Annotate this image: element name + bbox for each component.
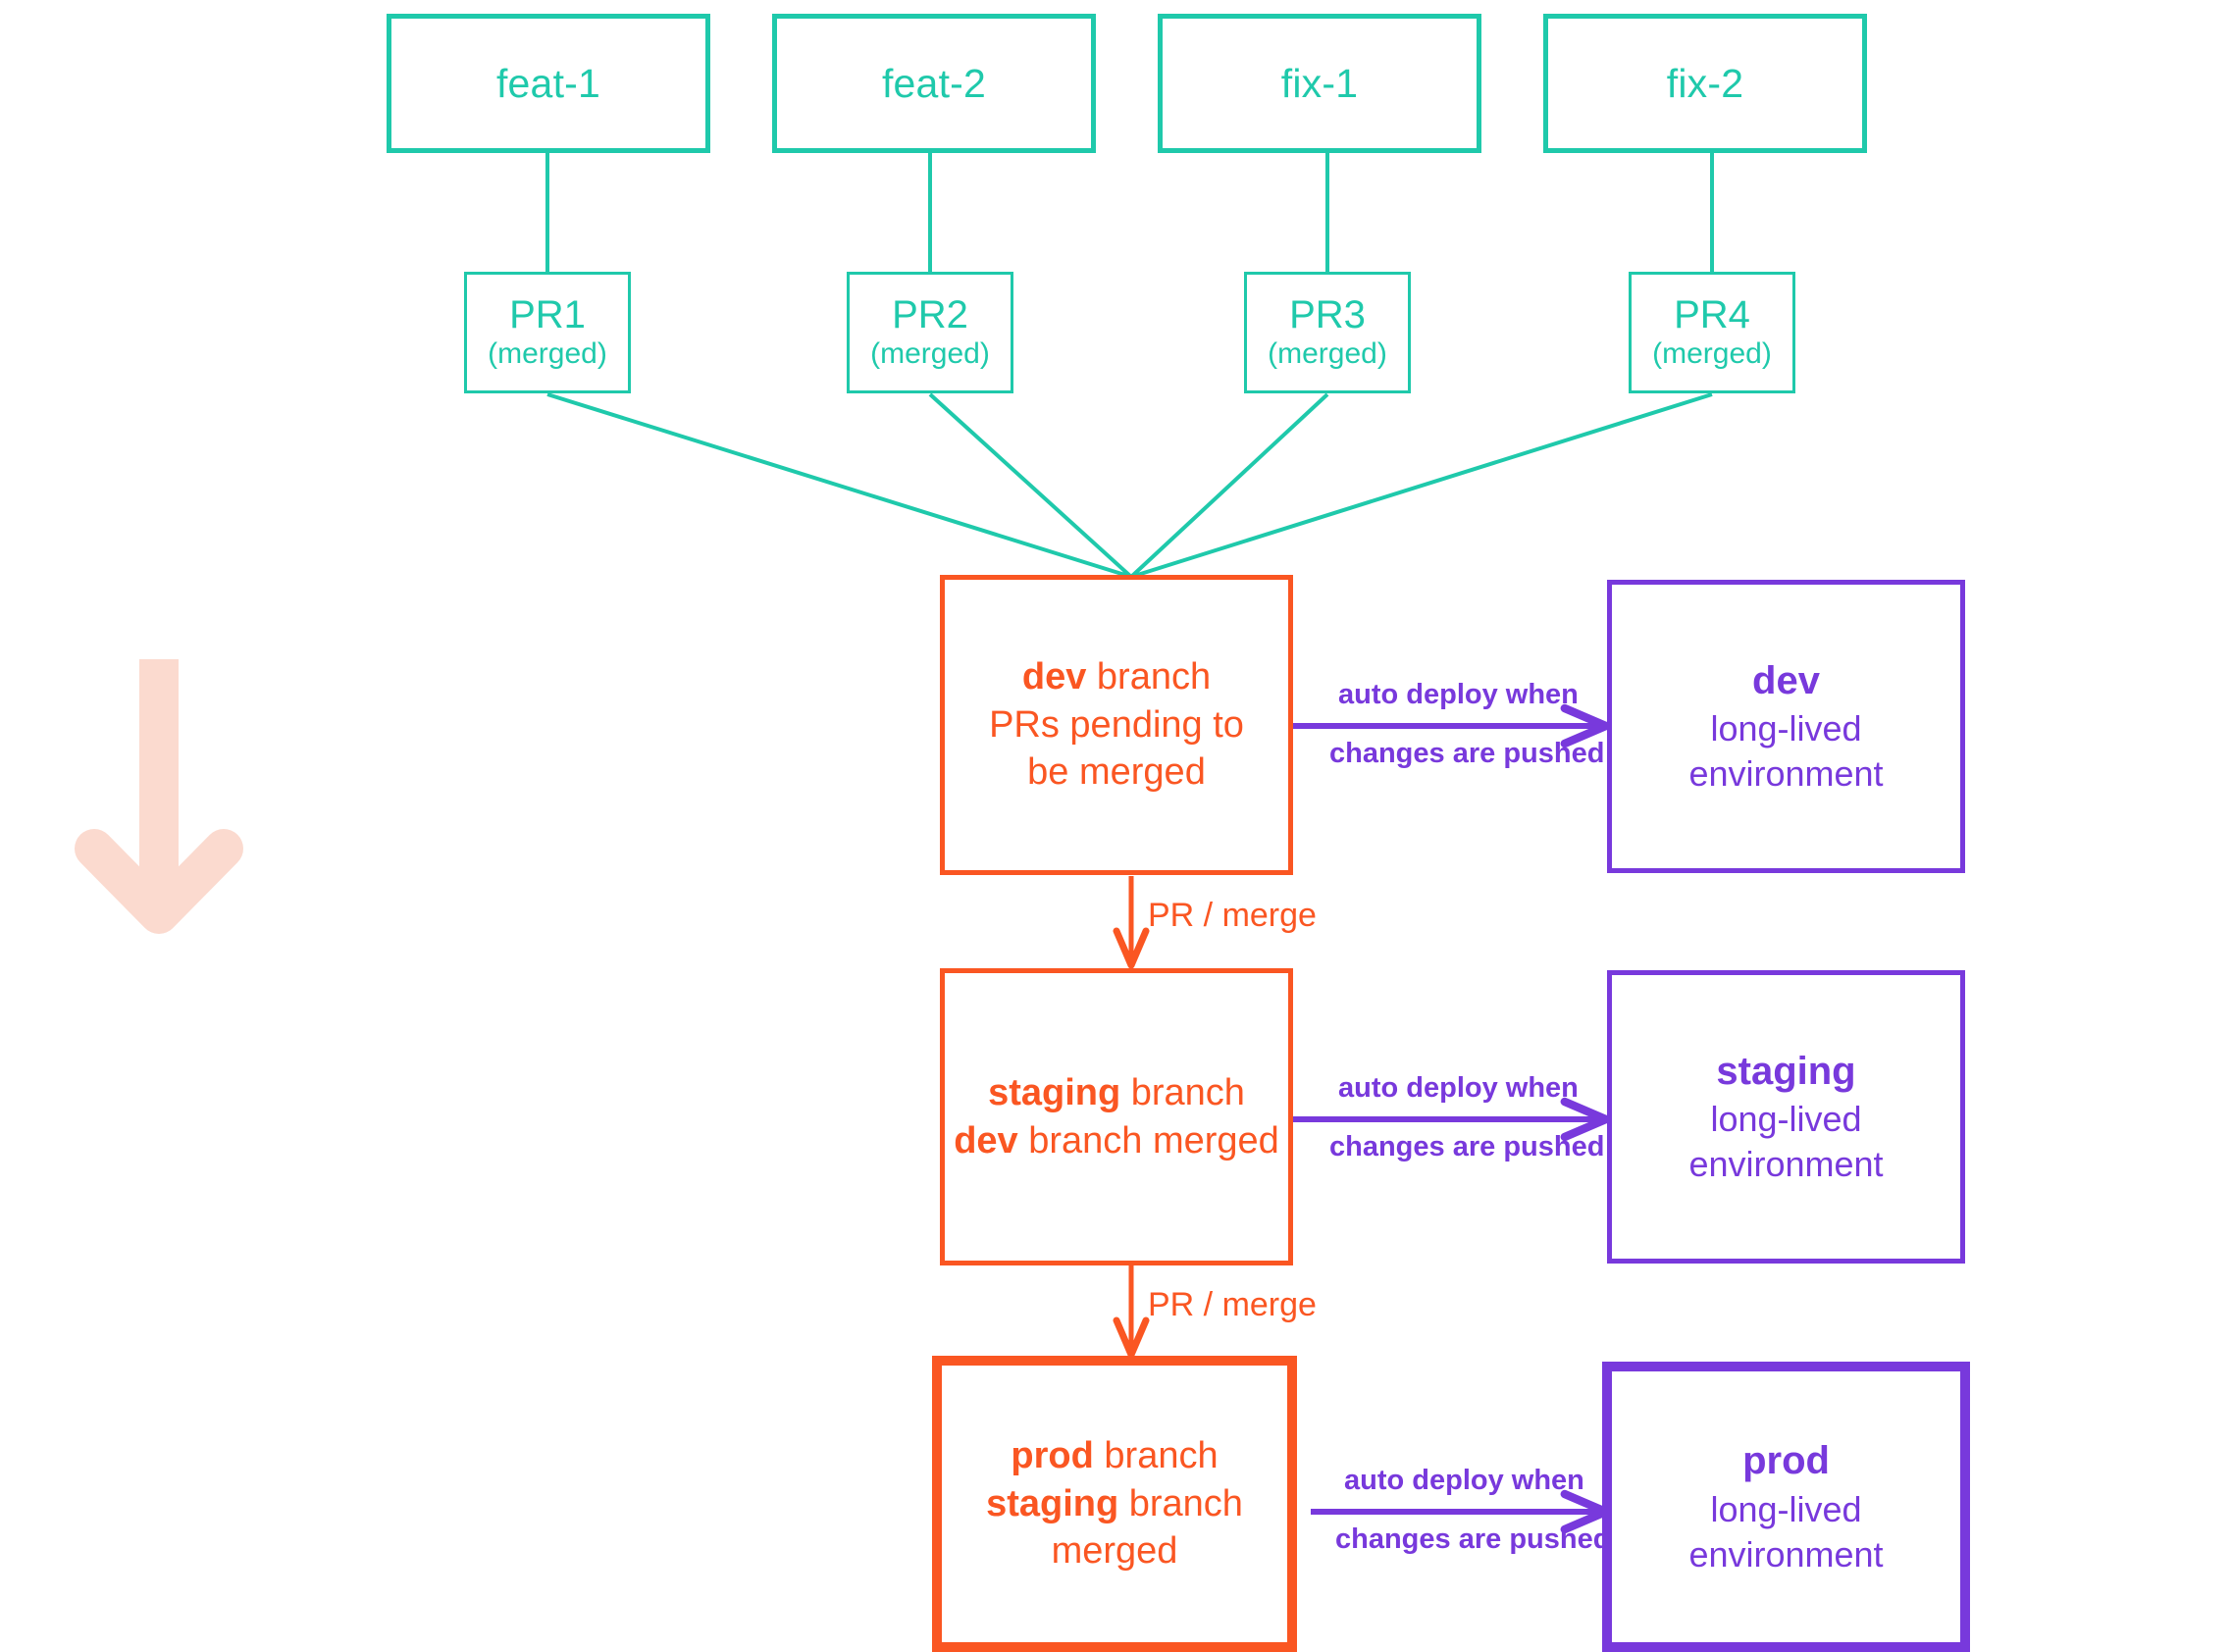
git-branch-title: staging branch [988, 1069, 1245, 1117]
git-branch-detail-strong: staging [986, 1482, 1119, 1524]
git-branch-title: prod branch [1011, 1432, 1218, 1480]
pr-status: (merged) [1268, 337, 1387, 371]
branch-box-fix-1[interactable]: fix-1 [1158, 14, 1481, 153]
git-branch-detail-text: branch merged [1051, 1482, 1243, 1573]
environment-name: staging [1716, 1049, 1856, 1093]
edge-pr4-dev [1130, 392, 1713, 579]
environment-name: prod [1742, 1439, 1830, 1483]
merge-label-staging-to-prod: PR / merge [1148, 1286, 1317, 1323]
deploy-label-staging-line-2: changes are pushed [1329, 1131, 1605, 1162]
deploy-label-dev-line-2: changes are pushed [1329, 738, 1605, 769]
git-branch-detail: PRs pending to be merged [964, 701, 1269, 797]
git-branch-name-suffix: branch [1093, 1435, 1219, 1477]
environment-sub-1: long-lived [1710, 1099, 1862, 1140]
git-branch-box-dev[interactable]: dev branch PRs pending to be merged [940, 575, 1293, 875]
git-branch-detail-text: PRs pending to be merged [989, 703, 1244, 794]
pr-box-pr4[interactable]: PR4 (merged) [1629, 272, 1795, 393]
pr-box-pr2[interactable]: PR2 (merged) [847, 272, 1013, 393]
environment-sub-1: long-lived [1710, 1488, 1862, 1529]
git-branch-detail-strong: dev [954, 1119, 1018, 1162]
pr-status: (merged) [1652, 337, 1772, 371]
pr-status: (merged) [488, 337, 607, 371]
git-branch-detail-text: branch merged [1017, 1119, 1279, 1162]
pr-title: PR4 [1674, 293, 1750, 337]
deploy-label-dev-line-1: auto deploy when [1338, 679, 1579, 710]
deploy-label-staging-line-1: auto deploy when [1338, 1072, 1579, 1104]
branch-label: fix-2 [1666, 60, 1744, 106]
branch-label: fix-1 [1280, 60, 1359, 106]
git-branch-name: staging [988, 1071, 1121, 1113]
git-branch-name: prod [1011, 1435, 1094, 1477]
git-branch-detail: staging branch merged [967, 1480, 1262, 1575]
environment-box-prod[interactable]: prod long-lived environment [1602, 1362, 1970, 1652]
environment-sub-2: environment [1688, 753, 1884, 795]
git-branch-name-suffix: branch [1086, 656, 1212, 698]
branch-label: feat-2 [881, 60, 987, 106]
pr-title: PR1 [509, 293, 586, 337]
branch-box-feat-2[interactable]: feat-2 [772, 14, 1096, 153]
pr-box-pr3[interactable]: PR3 (merged) [1244, 272, 1411, 393]
environment-name: dev [1752, 658, 1820, 702]
pr-title: PR2 [892, 293, 968, 337]
branch-box-feat-1[interactable]: feat-1 [387, 14, 710, 153]
edge-pr2-dev [928, 392, 1133, 579]
deploy-label-prod-line-1: auto deploy when [1344, 1465, 1584, 1496]
merge-label-dev-to-staging: PR / merge [1148, 897, 1317, 934]
git-branch-box-staging[interactable]: staging branch dev branch merged [940, 968, 1293, 1265]
downward-flow-arrow-icon [75, 659, 243, 934]
environment-sub-2: environment [1688, 1144, 1884, 1185]
git-branch-name-suffix: branch [1120, 1071, 1245, 1113]
git-branch-name: dev [1021, 656, 1087, 698]
pr-title: PR3 [1289, 293, 1366, 337]
git-branch-title: dev branch [1022, 653, 1211, 701]
environment-box-staging[interactable]: staging long-lived environment [1607, 970, 1965, 1264]
branch-label: feat-1 [495, 60, 601, 106]
edge-pr1-dev [546, 392, 1132, 579]
environment-box-dev[interactable]: dev long-lived environment [1607, 580, 1965, 873]
edge-pr3-dev [1129, 392, 1329, 579]
git-branch-detail: dev branch merged [954, 1117, 1279, 1165]
pr-status: (merged) [870, 337, 990, 371]
branch-box-fix-2[interactable]: fix-2 [1543, 14, 1867, 153]
environment-sub-2: environment [1688, 1533, 1884, 1575]
pr-box-pr1[interactable]: PR1 (merged) [464, 272, 631, 393]
environment-sub-1: long-lived [1710, 708, 1862, 749]
deploy-label-prod-line-2: changes are pushed [1335, 1523, 1611, 1555]
git-branch-box-prod[interactable]: prod branch staging branch merged [932, 1356, 1297, 1652]
